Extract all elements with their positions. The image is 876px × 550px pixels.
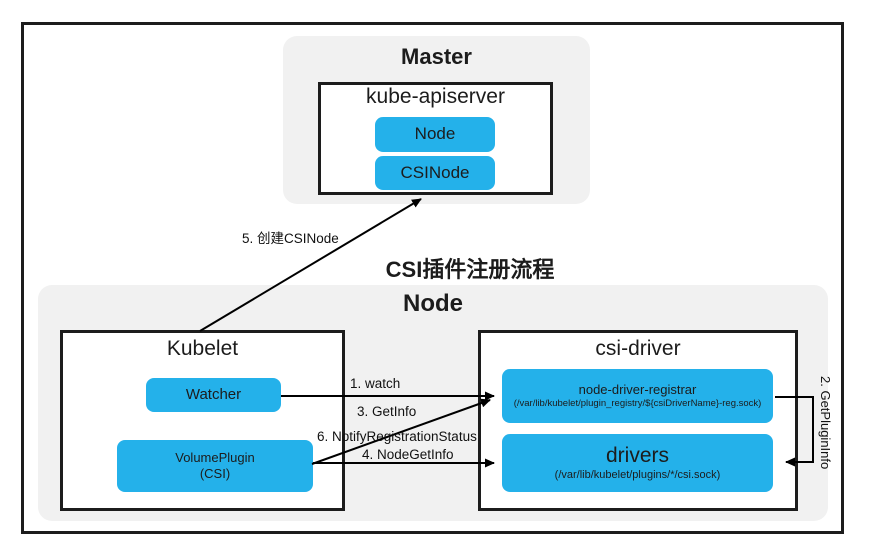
master-panel-heading: Master	[401, 44, 472, 69]
csinode-resource-box: CSINode	[375, 156, 495, 190]
watcher-box: Watcher	[146, 378, 281, 412]
csinode-resource-label: CSINode	[400, 162, 470, 182]
node-driver-registrar-socket-path: (/var/lib/kubelet/plugin_registry/${csiD…	[513, 397, 762, 409]
arrow-label-node-getinfo: 4. NodeGetInfo	[362, 447, 454, 462]
node-driver-registrar-box: node-driver-registrar (/var/lib/kubelet/…	[502, 369, 773, 423]
kubelet-label: Kubelet	[166, 337, 239, 360]
node-resource-label: Node	[414, 124, 456, 144]
kube-apiserver-label: kube-apiserver	[366, 85, 505, 108]
diagram-title: CSI插件注册流程	[385, 257, 555, 282]
drivers-socket-path: (/var/lib/kubelet/plugins/*/csi.sock)	[554, 469, 721, 482]
node-panel-heading: Node	[403, 290, 463, 317]
arrow-label-getinfo: 3. GetInfo	[357, 404, 417, 419]
volume-plugin-box: VolumePlugin (CSI)	[117, 440, 313, 492]
arrow-label-watch: 1. watch	[350, 376, 401, 391]
volume-plugin-label-line1: VolumePlugin	[175, 450, 255, 466]
watcher-label: Watcher	[185, 386, 242, 403]
arrow-label-get-plugin-info: 2. GetPluginInfo	[818, 376, 833, 470]
drivers-label: drivers	[605, 444, 669, 468]
drivers-box: drivers (/var/lib/kubelet/plugins/*/csi.…	[502, 434, 773, 492]
node-resource-box: Node	[375, 117, 495, 152]
arrow-label-create-csinode: 5. 创建CSINode	[242, 231, 339, 246]
csi-driver-label: csi-driver	[595, 337, 681, 360]
volume-plugin-label-line2: (CSI)	[199, 466, 231, 481]
arrow-label-notify-registration-status: 6. NotifyRegistrationStatus	[317, 429, 477, 444]
node-driver-registrar-label: node-driver-registrar	[578, 382, 697, 398]
